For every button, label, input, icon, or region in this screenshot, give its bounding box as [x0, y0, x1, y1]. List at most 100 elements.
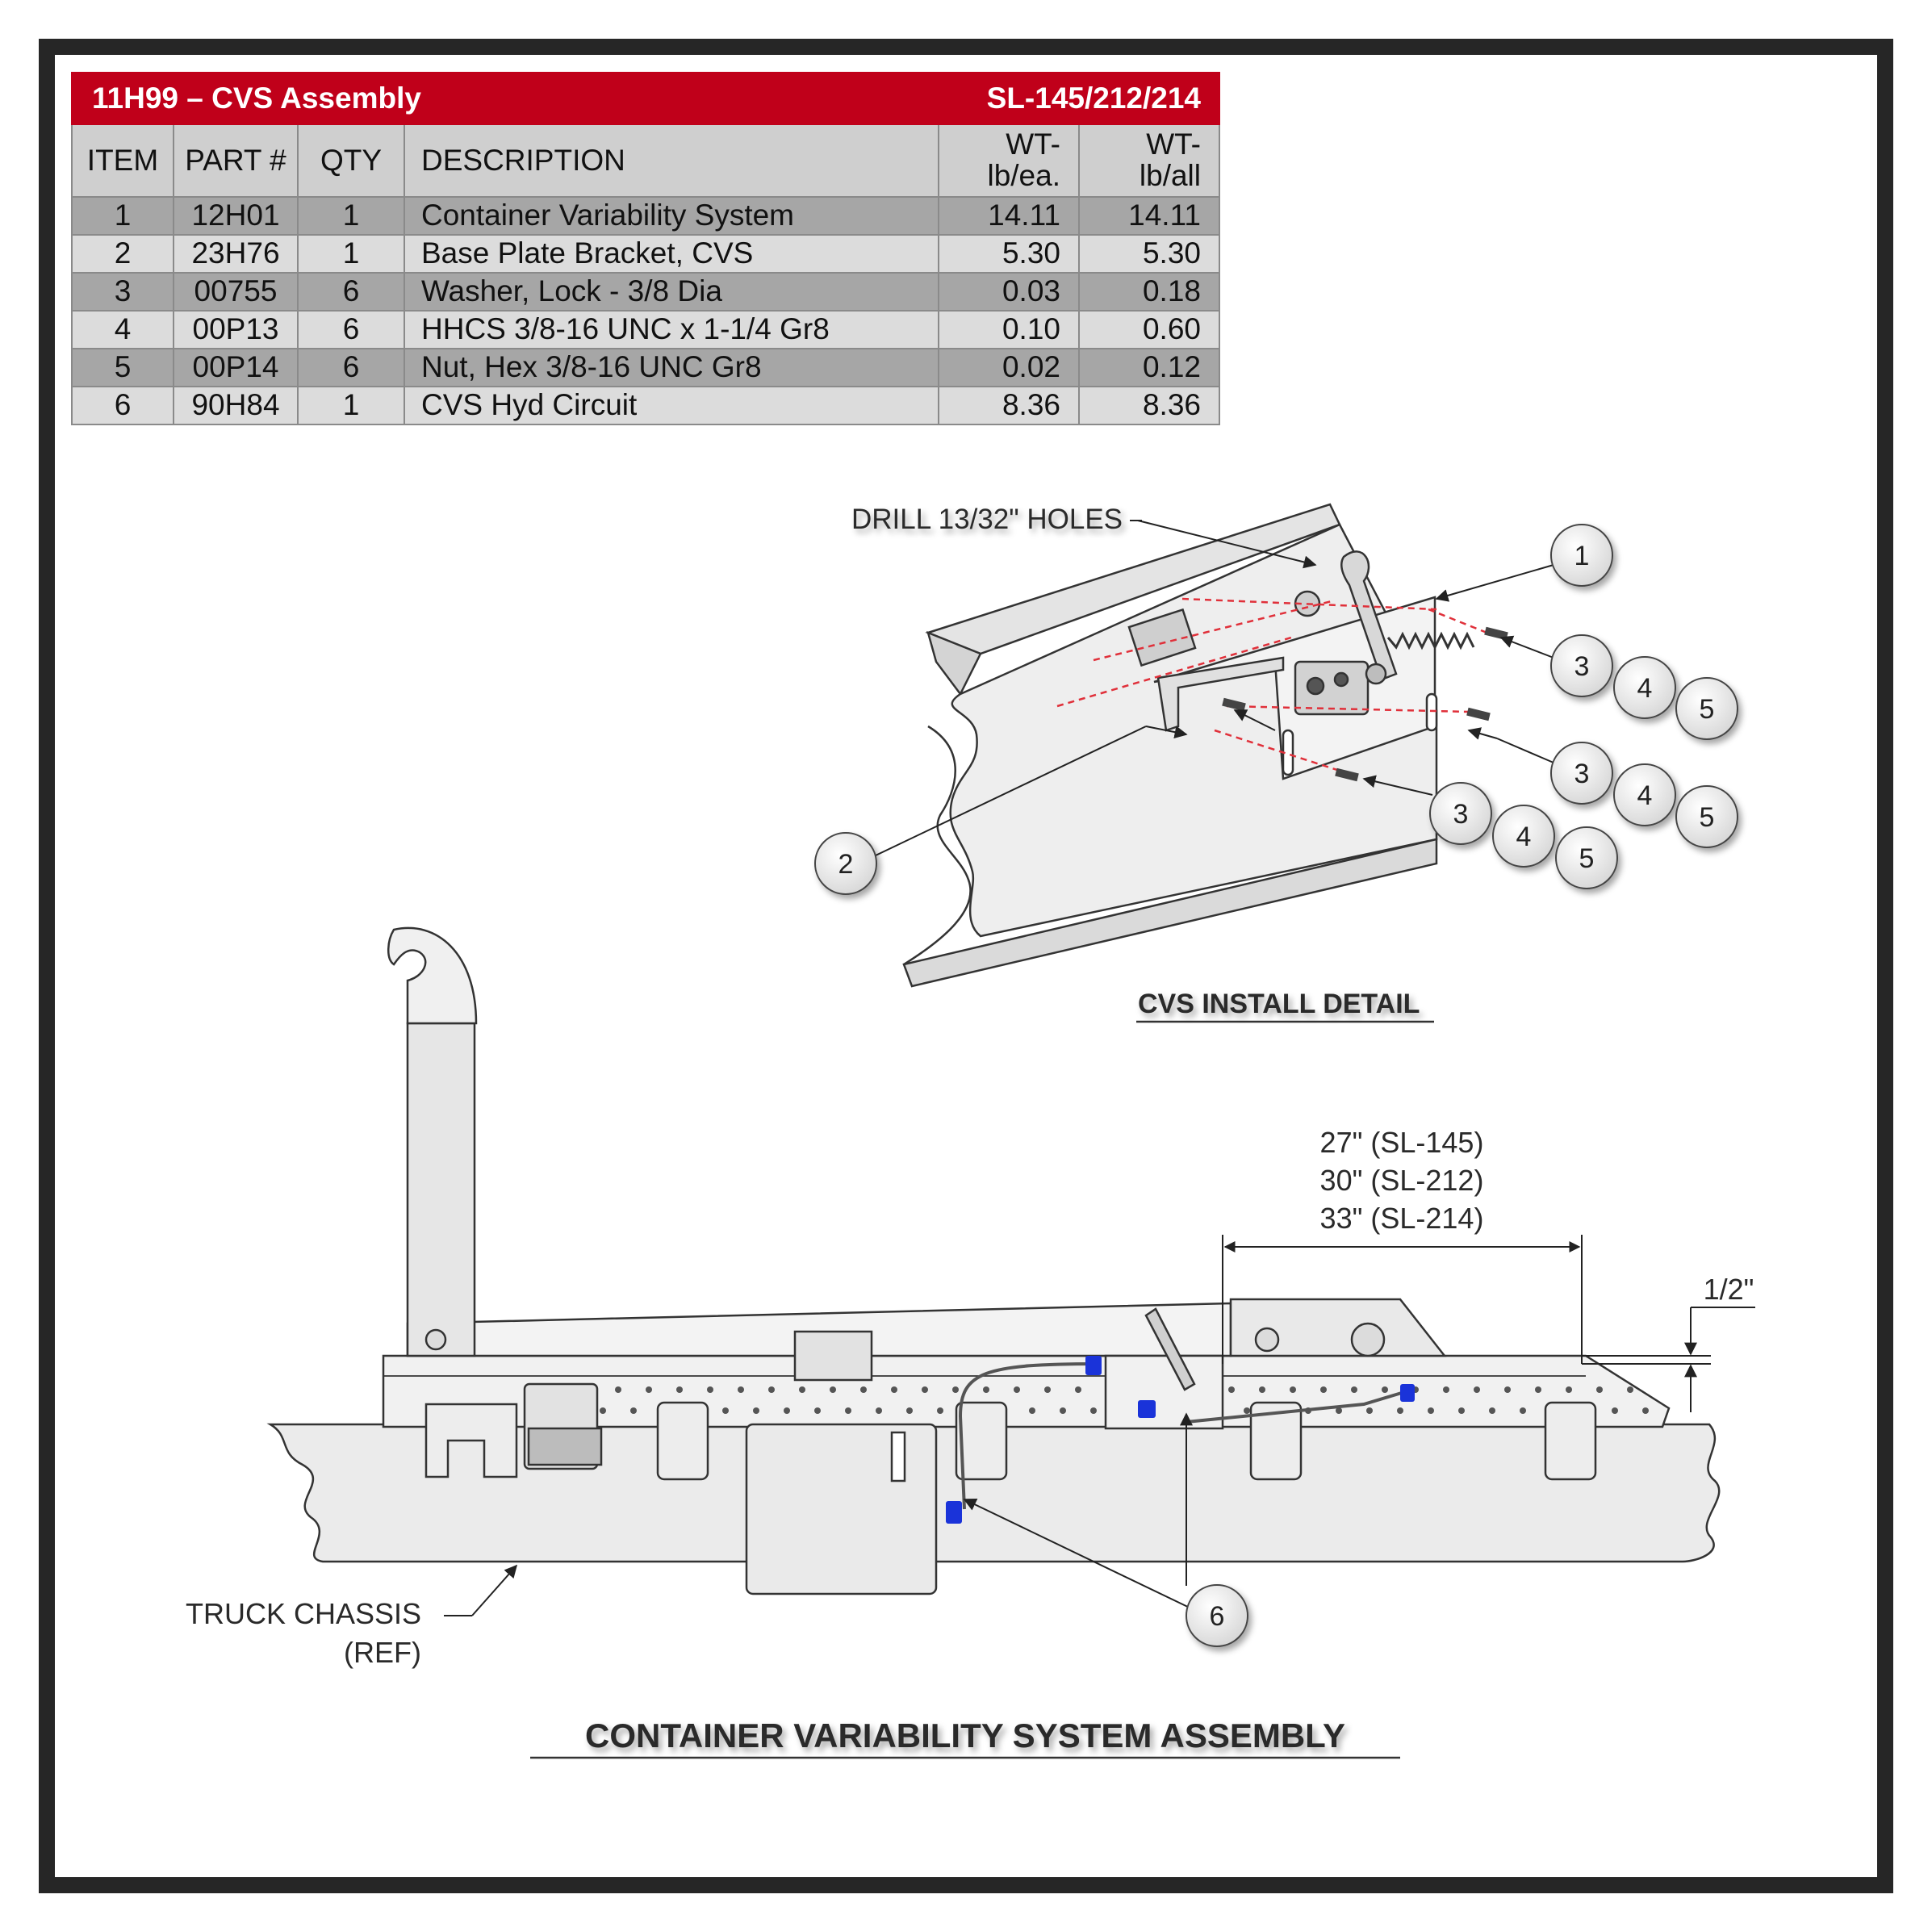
subframe-hole: [1060, 1407, 1066, 1414]
subframe-hole: [1090, 1407, 1097, 1414]
cvs-hydraulic-hose: [958, 1362, 1098, 1510]
subframe-hole: [1627, 1386, 1633, 1393]
cell-wt-each: 8.36: [938, 386, 1080, 425]
subframe-hole: [1244, 1407, 1250, 1414]
hydraulic-tank: [745, 1423, 938, 1595]
cell-qty: 1: [297, 196, 405, 236]
subframe-hole: [830, 1386, 836, 1393]
cell-qty: 1: [297, 386, 405, 425]
cell-wt-all: 0.60: [1078, 310, 1220, 349]
dim-sl212: 30" (SL-212): [1320, 1164, 1484, 1197]
cell-wt-all: 0.18: [1078, 272, 1220, 312]
subframe-hole: [707, 1386, 713, 1393]
bill-of-materials-table: 11H99 – CVS Assembly SL-145/212/214 ITEM…: [71, 72, 1220, 425]
rail-bottom-flange: [902, 838, 1438, 988]
cell-part: 90H84: [173, 386, 299, 425]
subframe-hole: [1428, 1407, 1434, 1414]
subframe-hole: [922, 1386, 928, 1393]
balloon-group-a: 3 4 5: [1550, 634, 1738, 740]
main-assembly: [266, 926, 1721, 1595]
assembly-title: 11H99 – CVS Assembly: [71, 72, 939, 125]
subframe-hole: [1382, 1386, 1388, 1393]
dimension-marks: [1222, 1235, 1755, 1412]
subframe-hole: [937, 1407, 943, 1414]
assembly-caption: CONTAINER VARIABILITY SYSTEM ASSEMBLY: [585, 1717, 1345, 1754]
cell-item: 3: [71, 272, 174, 312]
rail-web: [949, 523, 1438, 938]
cell-description: HHCS 3/8-16 UNC x 1-1/4 Gr8: [404, 310, 939, 349]
cell-wt-each: 5.30: [938, 234, 1080, 274]
subframe-hole: [615, 1386, 621, 1393]
svg-text:4: 4: [1516, 822, 1532, 852]
subframe-hole: [1351, 1386, 1357, 1393]
cvs-spring: [1386, 631, 1475, 650]
table-header-row: ITEM PART # QTY DESCRIPTION WT- lb/ea. W…: [71, 123, 1220, 198]
cvs-valve-body: [1294, 660, 1370, 716]
svg-text:5: 5: [1700, 802, 1715, 833]
cell-item: 5: [71, 348, 174, 387]
table-row: 5 00P14 6 Nut, Hex 3/8-16 UNC Gr8 0.02 0…: [71, 348, 1220, 387]
dim-offset: 1/2": [1704, 1273, 1754, 1306]
rail-slot: [1127, 608, 1197, 667]
svg-text:5: 5: [1579, 843, 1595, 874]
cell-part: 00755: [173, 272, 299, 312]
subframe-hole: [1612, 1407, 1618, 1414]
drill-note-label: DRILL 13/32" HOLES: [851, 504, 1123, 535]
drawing-frame: [39, 39, 1893, 1893]
chassis-label-line1: TRUCK CHASSIS: [186, 1597, 421, 1630]
mast-pivot: [424, 1328, 447, 1351]
subframe-hole: [1044, 1386, 1051, 1393]
rear-roller: [1350, 1322, 1386, 1357]
cell-qty: 6: [297, 272, 405, 312]
subframe-hole: [952, 1386, 959, 1393]
chassis-label: TRUCK CHASSIS (REF): [186, 1597, 421, 1669]
balloon-group-b: 3 4 5: [1550, 742, 1738, 848]
header-item: ITEM: [71, 123, 174, 198]
table-row: 3 00755 6 Washer, Lock - 3/8 Dia 0.03 0.…: [71, 272, 1220, 312]
cell-description: Nut, Hex 3/8-16 UNC Gr8: [404, 348, 939, 387]
subframe-hole: [1504, 1386, 1511, 1393]
subframe-hole: [876, 1407, 882, 1414]
chassis-label-line2: (REF): [344, 1636, 421, 1669]
cell-part: 23H76: [173, 234, 299, 274]
subframe-hole: [1443, 1386, 1449, 1393]
subframe-hole: [1228, 1386, 1235, 1393]
subframe-hole: [676, 1386, 683, 1393]
cvs-lever: [1144, 1307, 1196, 1391]
subframe-hole: [1520, 1407, 1526, 1414]
drill-hole-lines: [1056, 597, 1490, 772]
subframe-hole: [1458, 1407, 1465, 1414]
subframe-hole: [1596, 1386, 1603, 1393]
cvs-install-detail: [902, 503, 1508, 988]
jib-wedge: [1229, 1298, 1447, 1357]
cell-part: 12H01: [173, 196, 299, 236]
subframe-hole: [891, 1386, 897, 1393]
balloon-item-2: 2: [814, 832, 877, 895]
header-wt-each: WT- lb/ea.: [938, 123, 1080, 198]
header-part: PART #: [173, 123, 299, 198]
balloon-item-1: 1: [1550, 524, 1613, 587]
dim-sl214: 33" (SL-214): [1320, 1202, 1484, 1235]
bracket-slot-2: [1425, 692, 1438, 732]
subframe-hole: [1259, 1386, 1265, 1393]
subframe-hole: [814, 1407, 821, 1414]
subframe-hole: [1075, 1386, 1081, 1393]
subframe-hole: [1336, 1407, 1342, 1414]
hook-tip: [387, 926, 478, 1025]
cell-wt-all: 5.30: [1078, 234, 1220, 274]
dimension-text: 27" (SL-145) 30" (SL-212) 33" (SL-214) 1…: [1320, 1126, 1754, 1306]
header-description: DESCRIPTION: [404, 123, 939, 198]
pump-body: [527, 1427, 603, 1466]
valve-port: [1306, 676, 1325, 696]
subframe-hole: [1535, 1386, 1541, 1393]
cell-description: Container Variability System: [404, 196, 939, 236]
svg-text:5: 5: [1700, 694, 1715, 725]
truck-chassis: [266, 1423, 1721, 1563]
hook-mast: [406, 1022, 476, 1357]
subframe-hole: [1320, 1386, 1327, 1393]
cell-wt-all: 14.11: [1078, 196, 1220, 236]
cell-qty: 1: [297, 234, 405, 274]
detail-balloons: 1 2 3 4 5 3 4 5 3 4 5: [814, 524, 1738, 895]
model-list: SL-145/212/214: [938, 72, 1220, 125]
